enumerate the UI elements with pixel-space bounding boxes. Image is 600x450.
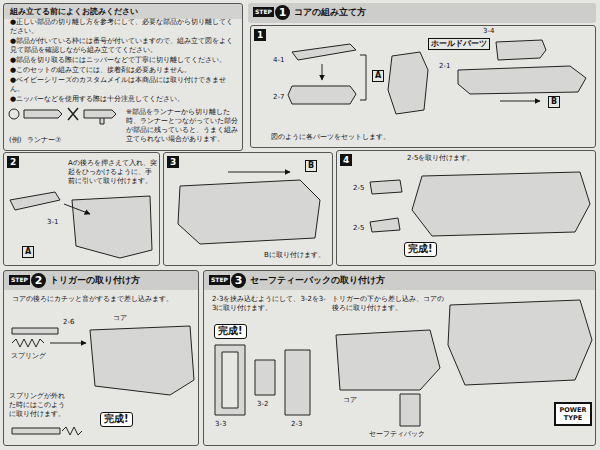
part-number: 2-5 xyxy=(352,224,365,233)
panel-number: 1 xyxy=(254,29,266,41)
part-number: 2-3 xyxy=(290,420,303,429)
part-number: 3-2 xyxy=(256,400,269,409)
notice-heading: 組み立てる前によくお読みください xyxy=(10,7,238,17)
part-letter: B xyxy=(305,160,317,172)
instruction-panel: 4 2-5を取り付けます。 xyxy=(336,150,596,266)
part-4-1 xyxy=(292,44,356,60)
instruction-panel: 1 図のように各パーツをセットします。 xyxy=(250,25,596,148)
part-number: 4-1 xyxy=(272,56,285,65)
part-name: ホールドパーツ xyxy=(428,38,490,50)
notice-item: ●ニッパーなどを使用する際は十分注意してください。 xyxy=(10,95,240,104)
instruction-text: 図のように各パーツをセットします。 xyxy=(271,133,491,142)
part-2-5 xyxy=(370,180,402,194)
step-number: 3 xyxy=(231,273,246,288)
instruction-text: Bに取り付けます。 xyxy=(264,251,332,260)
part-2-1 xyxy=(458,66,586,94)
step-number: 1 xyxy=(275,5,290,20)
part-name: コア xyxy=(112,314,128,323)
notice-item: ●ベイビーシリーズのカスタムメイルは本商品には取り付けできません。 xyxy=(10,76,240,94)
part-number: 3-4 xyxy=(482,27,495,36)
part-number: 2-5 xyxy=(352,184,365,193)
step-panel: STEP3 セーフティーバックの取り付け方 2-3を挟み込むようにして、3-2を3-… xyxy=(203,270,596,446)
bracket xyxy=(360,55,366,100)
instruction-text: 2-3を挟み込むようにして、3-2を3-3に取り付けます。 xyxy=(212,295,330,313)
step-number: 2 xyxy=(31,273,46,288)
instruction-text: 2-5を取り付けます。 xyxy=(407,154,547,163)
example-label: (例) xyxy=(8,136,22,145)
instruction-text: トリガーの下から差し込み、コアの後ろに取り付けます。 xyxy=(332,295,450,313)
step-tag: STEP xyxy=(253,7,274,17)
part-letter: A xyxy=(372,70,384,82)
part-2-5 xyxy=(370,218,400,232)
panel-number: 2 xyxy=(7,156,19,168)
complete-badge: 完成! xyxy=(214,324,247,339)
assembly-arrow xyxy=(228,172,290,173)
assembly-arrow xyxy=(64,204,90,214)
part-number: 2-7 xyxy=(272,93,285,102)
assembly-arrow xyxy=(322,64,323,80)
part-number: 2-6 xyxy=(62,318,75,327)
part-a xyxy=(388,52,428,114)
part-3-1 xyxy=(10,192,60,210)
part-number: 3-3 xyxy=(214,420,227,429)
part-letter: A xyxy=(22,246,34,258)
part-name: スプリング xyxy=(10,352,47,361)
instruction-text: コアの後ろにカチッと音がするまで差し込みます。 xyxy=(12,295,197,304)
part-number: 2-1 xyxy=(438,62,451,71)
notice-item: ●正しい部品の切り離し方を参考にして、必要な部品から切り離してください。 xyxy=(10,18,240,36)
notice-item: ●このセットの組み立てには、接着剤は必要ありません。 xyxy=(10,66,240,75)
part-2-7 xyxy=(288,86,356,104)
core-body xyxy=(178,180,320,244)
core-body xyxy=(72,196,152,258)
brand-logo: POWER TYPE xyxy=(554,402,592,426)
part-name: セーフティバック xyxy=(368,430,426,439)
part-letter: B xyxy=(548,96,560,108)
assembly-arrow xyxy=(500,101,540,102)
hold-part xyxy=(496,40,546,60)
step-header: STEP1 コアの組み立て方 xyxy=(248,3,596,23)
runner-note: ※部品をランナーから切り離した時、ランナーとつながっていた部分が部品に残っている… xyxy=(126,108,240,144)
step-tag: STEP xyxy=(9,275,30,285)
step-title: コアの組み立て方 xyxy=(294,7,366,18)
notice-item: ●部品が付いている枠には番号が付いていますので、組み立て図をよく見て部品を確認し… xyxy=(10,37,240,55)
notice-item: ●部品を切り取る際にはニッパーなどで丁寧に切り離してください。 xyxy=(10,56,240,65)
panel-number: 4 xyxy=(340,154,352,166)
part-name: ランナー⑦ xyxy=(26,136,62,145)
note-text: スプリングが外れた時にはこのように取り付けます。 xyxy=(8,392,72,418)
step-tag: STEP xyxy=(209,275,230,285)
part-number: 3-1 xyxy=(46,218,59,227)
notice-box: 組み立てる前によくお読みください●正しい部品の切り離し方を参考にして、必要な部品… xyxy=(3,3,243,151)
part-name: コア xyxy=(342,396,358,405)
complete-badge: 完成! xyxy=(404,242,437,257)
instruction-text: Aの後ろを押さえて入れ、突起をひっかけるように、手前に引いて取り付けます。 xyxy=(68,159,158,186)
step-title: セーフティーバックの取り付け方 xyxy=(250,275,385,286)
complete-badge: 完成! xyxy=(100,412,133,427)
step-title: トリガーの取り付け方 xyxy=(50,275,140,286)
panel-number: 3 xyxy=(167,156,179,168)
core-assembled xyxy=(412,172,590,236)
